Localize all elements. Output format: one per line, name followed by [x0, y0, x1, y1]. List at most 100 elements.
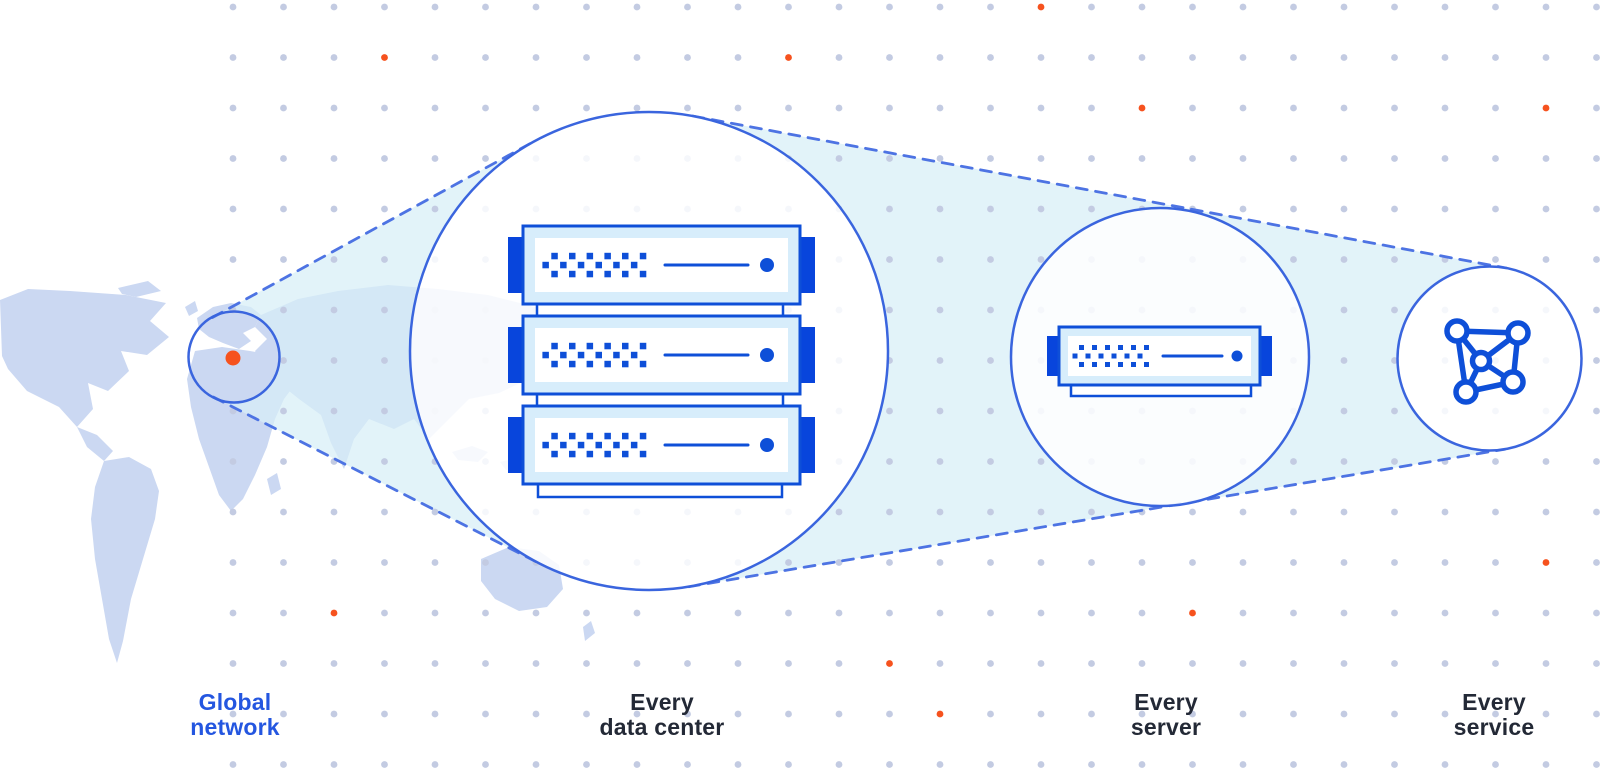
grid-dot	[330, 3, 338, 11]
vent-square	[586, 342, 594, 350]
grid-dot	[1138, 609, 1146, 617]
grid-dot	[381, 458, 388, 465]
grid-dot	[1239, 54, 1247, 61]
grid-dot	[936, 660, 944, 667]
grid-dot	[532, 3, 540, 11]
grid-dot	[886, 559, 893, 566]
grid-dot	[785, 761, 792, 768]
vent-square	[622, 342, 629, 350]
grid-dot	[886, 306, 893, 314]
grid-dot	[1340, 660, 1348, 667]
grid-dot	[1189, 3, 1196, 11]
grid-dot	[1290, 104, 1297, 112]
grid-dot	[1340, 559, 1348, 566]
grid-dot	[936, 3, 944, 11]
grid-dot	[1037, 508, 1045, 516]
grid-dot	[684, 609, 691, 617]
grid-dot	[280, 407, 287, 415]
grid-dot	[1239, 559, 1247, 566]
grid-dot	[1088, 3, 1095, 11]
grid-dot	[1290, 54, 1297, 61]
led-dot	[1231, 350, 1243, 362]
grid-dot	[1340, 458, 1348, 465]
grid-dot	[1290, 660, 1297, 667]
grid-dot	[1441, 508, 1449, 516]
grid-dot	[1037, 256, 1045, 263]
server-ear	[508, 417, 525, 473]
grid-dot	[1239, 205, 1247, 213]
vent-square	[569, 432, 576, 440]
grid-dot	[1492, 559, 1499, 566]
grid-dot	[583, 104, 590, 112]
grid-dot	[1239, 104, 1247, 112]
grid-dot	[583, 660, 590, 667]
grid-dot	[987, 609, 994, 617]
grid-dot	[482, 609, 489, 617]
grid-dot	[381, 357, 388, 364]
grid-dot	[886, 407, 893, 415]
grid-dot	[229, 559, 237, 566]
grid-dot	[1340, 407, 1348, 415]
vent-square	[551, 360, 558, 368]
grid-dot	[785, 3, 792, 11]
led-dot	[760, 438, 774, 452]
grid-dot	[886, 458, 893, 465]
grid-dot	[835, 3, 843, 11]
grid-dot	[886, 155, 893, 162]
grid-dot	[431, 155, 439, 162]
grid-dot	[835, 104, 843, 112]
vent-square	[569, 252, 576, 260]
grid-dot	[785, 559, 792, 566]
vent-square	[622, 360, 629, 368]
grid-dot	[1037, 205, 1045, 213]
vent-square	[639, 432, 647, 440]
vent-square	[1144, 362, 1149, 367]
grid-dot	[1593, 508, 1600, 516]
grid-dot	[1290, 3, 1297, 11]
grid-dot	[835, 54, 843, 61]
grid-dot	[1037, 458, 1045, 465]
vent-square	[1105, 345, 1110, 350]
label-every-server: Every server	[1056, 690, 1276, 740]
grid-dot	[482, 3, 489, 11]
vent-square	[577, 441, 585, 449]
grid-dot	[1391, 256, 1398, 263]
grid-dot	[482, 54, 489, 61]
grid-dot	[1088, 54, 1095, 61]
vent-square	[1131, 345, 1136, 350]
grid-dot	[1391, 761, 1398, 768]
grid-dot	[280, 3, 287, 11]
accent-dot	[330, 609, 338, 617]
label-line: Global	[198, 689, 272, 715]
grid-dot	[987, 710, 994, 718]
grid-dot	[1088, 710, 1095, 718]
network-mesh-icon	[1444, 318, 1531, 405]
grid-dot	[684, 761, 691, 768]
grid-dot	[330, 104, 338, 112]
grid-dot	[1138, 3, 1146, 11]
accent-dot	[886, 660, 893, 667]
grid-dot	[1542, 3, 1550, 11]
grid-dot	[1037, 54, 1045, 61]
grid-dot	[886, 205, 893, 213]
grid-dot	[785, 609, 792, 617]
label-line: data center	[599, 714, 725, 740]
vent-square	[1092, 345, 1097, 350]
grid-dot	[785, 710, 792, 718]
grid-dot	[1492, 609, 1499, 617]
grid-dot	[684, 660, 691, 667]
grid-dot	[1593, 660, 1600, 667]
grid-dot	[280, 710, 287, 718]
grid-dot	[1088, 559, 1095, 566]
grid-dot	[229, 155, 237, 162]
grid-dot	[229, 660, 237, 667]
grid-dot	[1593, 559, 1600, 566]
grid-dot	[835, 559, 843, 566]
label-line: Every	[1462, 689, 1526, 715]
grid-dot	[1441, 54, 1449, 61]
grid-dot	[936, 54, 944, 61]
grid-dot	[1391, 559, 1398, 566]
grid-dot	[1492, 458, 1499, 465]
vent-square	[622, 450, 629, 458]
grid-dot	[381, 407, 388, 415]
